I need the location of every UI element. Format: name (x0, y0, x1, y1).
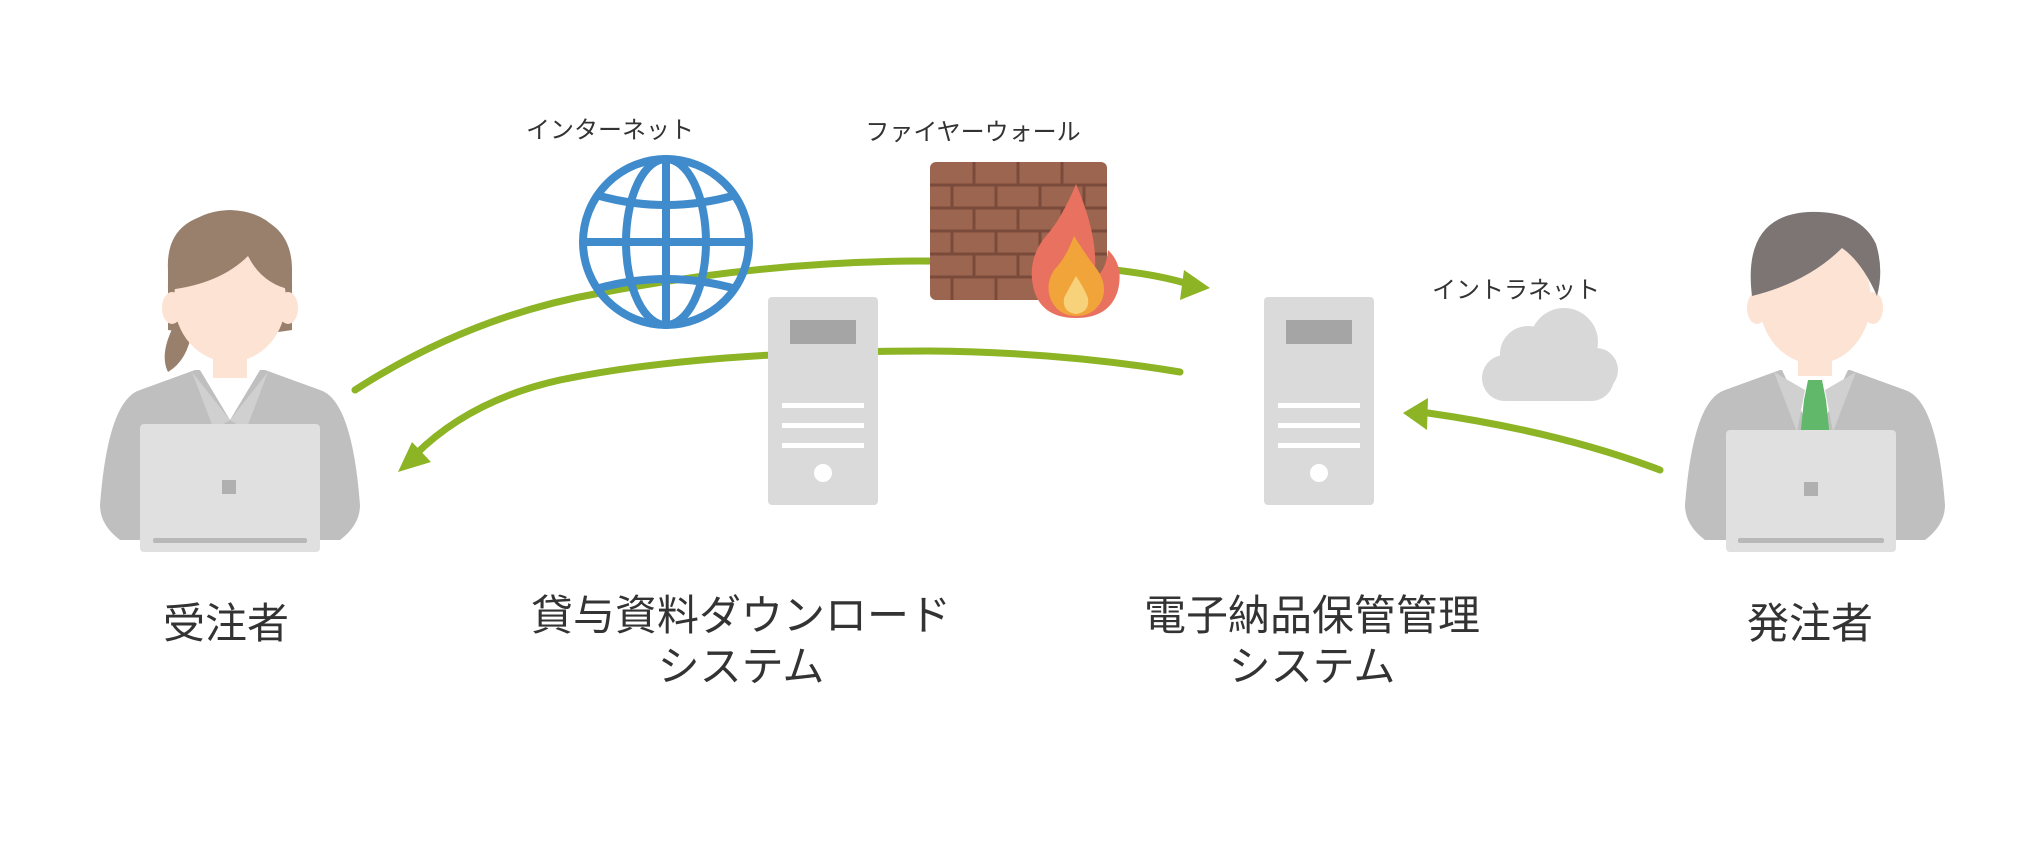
client-icon (1685, 211, 1945, 552)
firewall-label: ファイヤーウォール (865, 118, 1080, 146)
archive-system-label-line1: 電子納品保管管理 (1144, 591, 1480, 640)
internet-label: インターネット (526, 116, 694, 144)
download-system-label-line1: 貸与資料ダウンロード (531, 591, 951, 640)
archive-server-icon (1264, 297, 1374, 505)
cloud-icon (1482, 308, 1618, 401)
contractor-label: 受注者 (163, 599, 289, 648)
flame-icon (1031, 184, 1120, 318)
intranet-label: イントラネット (1432, 276, 1600, 304)
contractor-icon (100, 210, 360, 552)
arrow-archive-to-download (398, 347, 1184, 472)
arrow-client-to-archive (1403, 398, 1664, 474)
archive-system-label-line2: システム (1229, 642, 1396, 691)
download-system-label-line2: システム (658, 642, 825, 691)
download-server-icon (768, 297, 878, 505)
globe-icon (579, 155, 753, 329)
client-label: 発注者 (1747, 599, 1873, 648)
